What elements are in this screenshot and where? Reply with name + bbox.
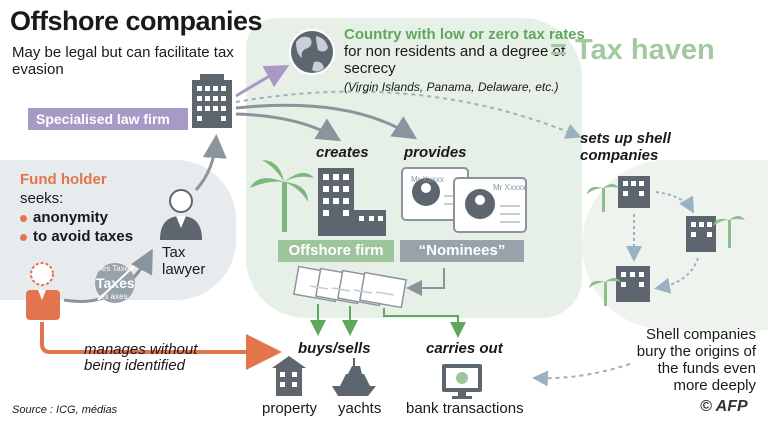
arrow-to-carries [383, 308, 466, 338]
property-icon [272, 356, 306, 396]
documents-icon [293, 265, 407, 309]
bullet-icon [20, 233, 27, 241]
taxes-badge-bottom: es axes [100, 292, 128, 301]
fund-holder-block: Fund holder seeks: anonymity to avoid ta… [20, 170, 133, 246]
offshore-firm-label: Offshore firm [278, 240, 394, 262]
globe-icon [289, 29, 335, 75]
offshore-firm-building-icon [318, 168, 386, 236]
buys-sells-label: buys/sells [298, 340, 371, 357]
nominees-label: “Nominees” [400, 240, 524, 262]
fund-holder-seeks: seeks: [20, 190, 64, 207]
goal-label: to avoid taxes [33, 228, 134, 245]
arrow-lawfirm-to-haven [235, 65, 290, 98]
page-subtitle: May be legal but can facilitate tax evas… [12, 44, 234, 78]
tax-haven-definition-rest: for non residents and a degree of secrec… [344, 43, 565, 77]
bullet-icon [20, 214, 27, 222]
law-firm-building-icon [192, 74, 232, 128]
tax-haven-examples: (Virgin Islands, Panama, Delaware, etc.) [344, 80, 559, 94]
law-firm-label: Specialised law firm [28, 108, 188, 130]
carries-out-label: carries out [426, 340, 503, 357]
tax-lawyer-line2: lawyer [162, 261, 206, 278]
creates-label: creates [316, 144, 369, 161]
sets-up-shell-label: sets up shell companies [580, 130, 671, 164]
arrow-lawfirm-provides [235, 103, 418, 140]
arrow-shell-to-bank [532, 363, 631, 387]
goal-item: to avoid taxes [20, 227, 133, 246]
shell-company-building-icon [616, 266, 650, 302]
arrow-shell-link-3 [654, 257, 699, 294]
palm-tree-icon [587, 184, 745, 306]
shell-companies-note: Shell companies bury the origins of the … [636, 326, 756, 394]
id-card-name: Mr Xxxxx [411, 175, 444, 184]
tax-haven-description: Country with low or zero tax rates for n… [344, 26, 594, 77]
tax-haven-definition-strong: Country with low or zero tax rates [344, 26, 585, 43]
arrow-nominees-to-documents [406, 268, 445, 296]
arrow-manages [40, 322, 282, 370]
manages-label: manages without being identified [84, 341, 198, 374]
arrow-lawyer-to-lawfirm [194, 134, 227, 192]
tax-lawyer-icon [160, 189, 202, 240]
shell-company-building-icon [618, 176, 650, 208]
arrow-shell-link-1 [655, 191, 694, 214]
taxes-crossed-icon [95, 263, 135, 303]
palm-tree-icon [250, 160, 314, 232]
goal-item: anonymity [20, 208, 133, 227]
asset-label-bank: bank transactions [406, 400, 524, 417]
tax-haven-label: = Tax haven [550, 34, 715, 66]
tax-lawyer-label: Tax lawyer [162, 244, 205, 278]
shell-companies-panel [582, 160, 768, 330]
asset-label-yachts: yachts [338, 400, 382, 417]
provides-label: provides [404, 144, 467, 161]
afp-logo: © AFP [700, 398, 748, 415]
goal-label: anonymity [33, 209, 109, 226]
yacht-icon [332, 358, 376, 396]
nominee-id-card-icon [453, 177, 527, 233]
asset-label-property: property [262, 400, 318, 417]
arrow-lawfirm-shell [235, 90, 582, 139]
fund-holder-icon [26, 262, 60, 320]
taxes-badge-main: Taxes [96, 275, 135, 291]
taxes-badge-top: les Taxe [100, 264, 130, 273]
fund-holder-label: Fund holder [20, 171, 107, 188]
bank-transactions-icon [442, 364, 482, 399]
shell-company-building-icon [686, 216, 716, 252]
arrow-lawfirm-creates [235, 112, 342, 142]
page-title: Offshore companies [10, 6, 263, 36]
id-card-name: Mr Xxxxx [493, 183, 526, 192]
source-credit: Source : ICG, médias [12, 404, 118, 416]
tax-lawyer-line1: Tax [162, 244, 186, 261]
